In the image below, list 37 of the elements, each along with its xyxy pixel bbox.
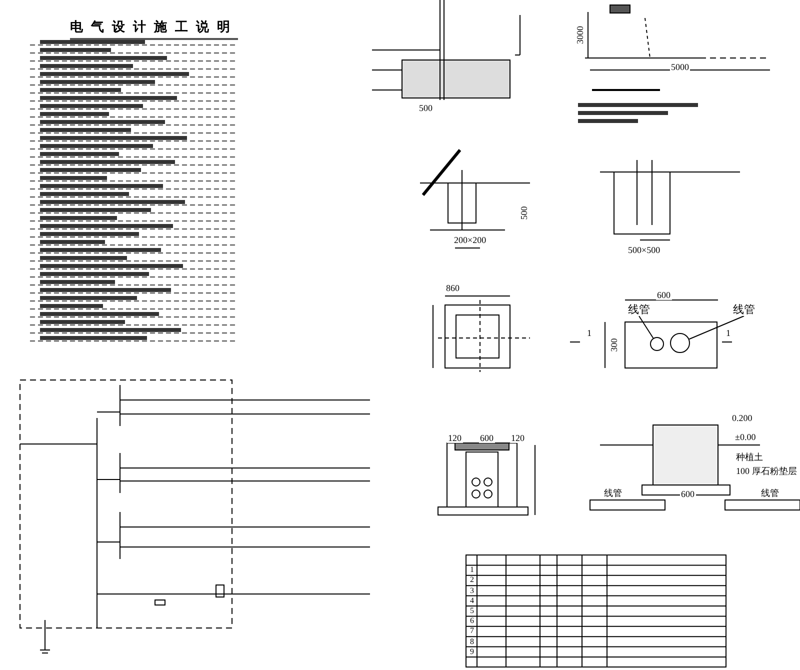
- dimension-text: 500: [518, 205, 529, 221]
- leader-line: [638, 316, 654, 339]
- dimension-text: 600: [656, 290, 672, 300]
- sheet-title: 电气设计施工说明: [70, 18, 238, 40]
- table-row-number: 8: [469, 636, 475, 646]
- dimension-text: 300: [608, 337, 619, 353]
- table-row-number: 4: [469, 596, 475, 605]
- pipe-label: 600: [680, 489, 696, 499]
- dimension-text: 860: [445, 283, 460, 293]
- table-row-number: 9: [469, 646, 475, 656]
- pipe-label: 线管: [603, 488, 623, 498]
- table-row-number: 2: [469, 575, 475, 584]
- table-row-number: 5: [469, 606, 475, 615]
- table-row-number: 6: [469, 616, 475, 626]
- material-note: 种植土: [735, 452, 764, 462]
- dimension-text: 200×200: [453, 235, 488, 245]
- table-row-number: 7: [469, 626, 475, 636]
- dimension-text: 5000: [670, 62, 690, 72]
- dimension-text: 500×500: [627, 245, 662, 255]
- dimension-text: 600: [479, 433, 494, 443]
- section-mark: 1: [725, 328, 732, 338]
- material-note: 100 厚石粉垫层: [735, 466, 798, 476]
- elevation-text: ±0.00: [734, 432, 757, 442]
- dimension-text: 500: [418, 103, 434, 113]
- callout-text: 线管: [733, 304, 755, 316]
- dimension-text: 3000: [575, 25, 585, 45]
- dimension-text: 线管: [760, 488, 780, 498]
- section-mark: 1: [586, 328, 592, 338]
- dimension-text: 120: [447, 433, 462, 443]
- elevation-text: 0.200: [731, 413, 754, 423]
- table-row-number: 1: [469, 565, 475, 574]
- callout-text: 线管: [628, 304, 650, 316]
- conduit-circle: [650, 337, 664, 351]
- leader-line: [688, 316, 744, 340]
- conduit-circle: [670, 333, 690, 353]
- table-row-number: 3: [469, 586, 475, 595]
- dimension-text: 120: [510, 433, 526, 443]
